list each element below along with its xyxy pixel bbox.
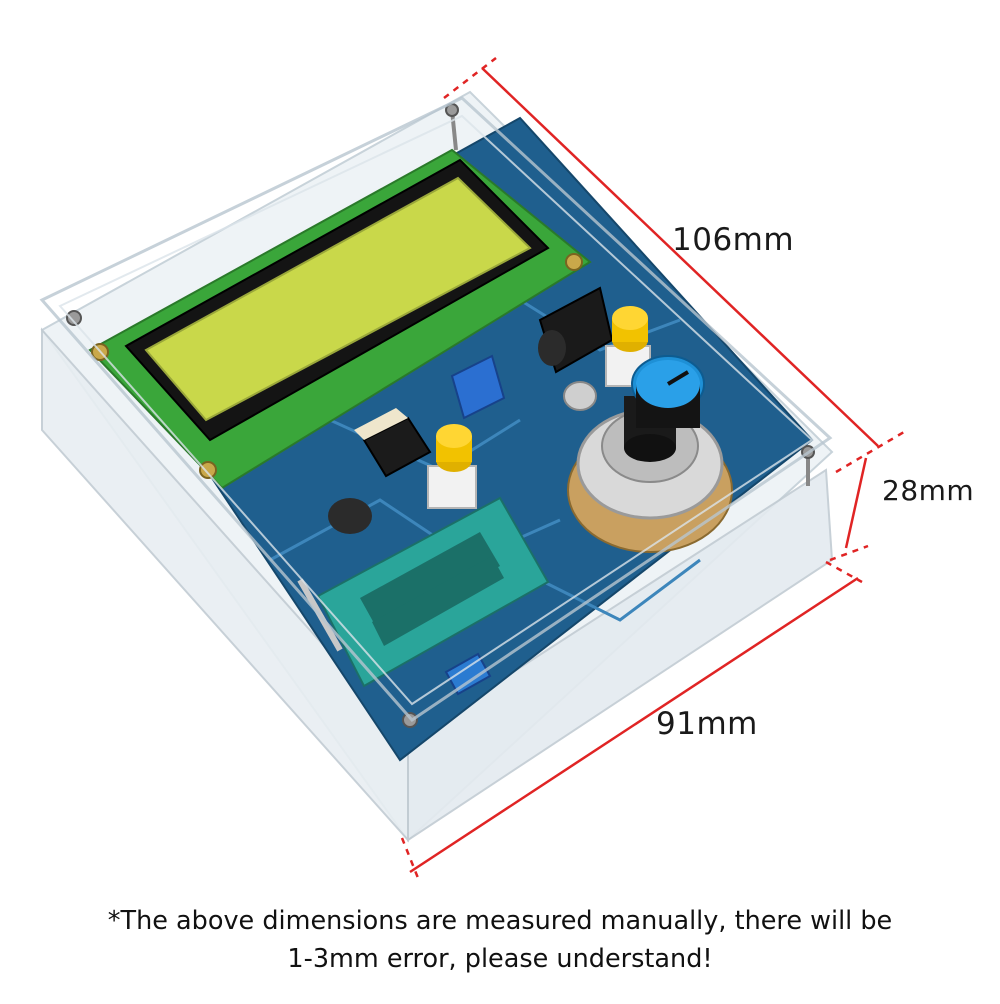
height-dimension-label: 28mm — [882, 474, 975, 507]
rotary-switch — [567, 355, 733, 553]
width-dimension-line — [409, 576, 859, 874]
disclaimer-line-2: 1-3mm error, please understand! — [287, 944, 713, 974]
trimmer-potentiometer — [450, 354, 506, 420]
capacitors — [328, 381, 597, 534]
length-dimension-line — [481, 67, 879, 447]
lcd-module — [88, 148, 592, 490]
push-button-bottom — [427, 424, 477, 509]
dimension-lines — [400, 57, 905, 879]
zif-socket — [297, 496, 550, 688]
acrylic-top-frame — [39, 96, 833, 722]
height-dimension-line — [844, 457, 868, 549]
ic-chip — [354, 408, 432, 478]
measurement-disclaimer: *The above dimensions are measured manua… — [20, 902, 980, 978]
screw-terminal — [444, 652, 492, 696]
width-dimension-label: 91mm — [656, 706, 758, 742]
length-dimension-label: 106mm — [672, 222, 795, 258]
disclaimer-line-1: *The above dimensions are measured manua… — [107, 906, 893, 936]
